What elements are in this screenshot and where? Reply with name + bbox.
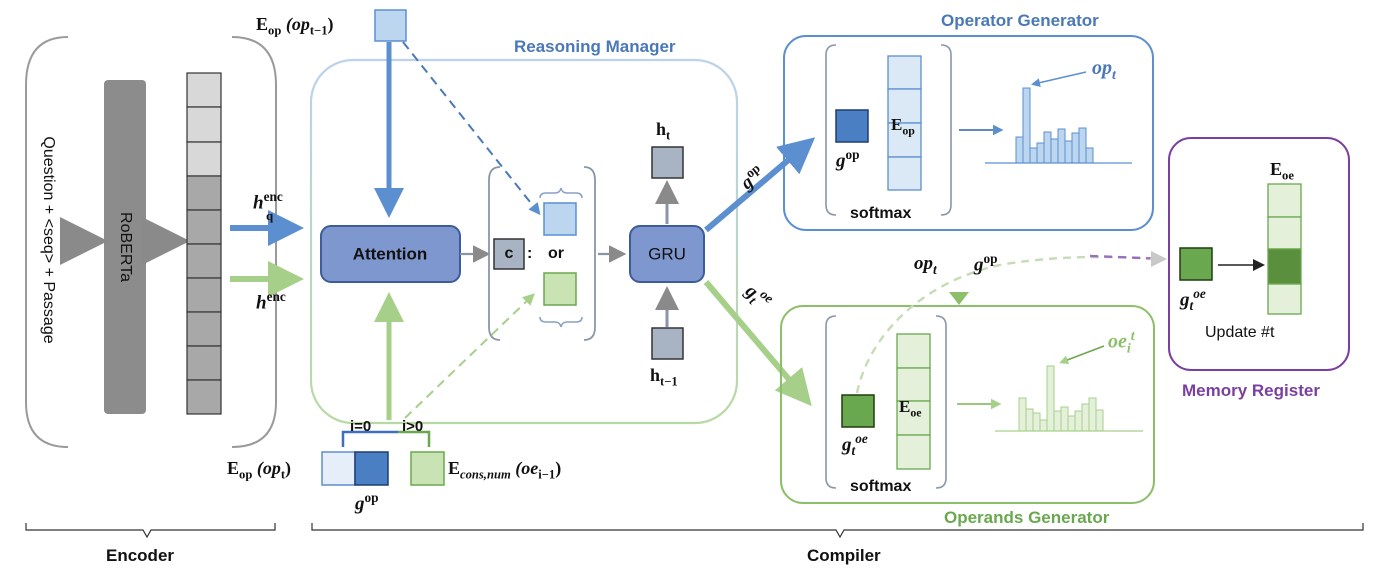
oe-paren-left bbox=[825, 315, 837, 489]
roberta-label: RoBERTa bbox=[117, 212, 134, 282]
oe-paren-right bbox=[935, 315, 947, 489]
i-eq-0-label: i=0 bbox=[350, 418, 372, 435]
oe-to-memory-curve bbox=[855, 255, 1164, 394]
operands-generator-title: Operands Generator bbox=[944, 508, 1110, 527]
gru-label: GRU bbox=[648, 244, 686, 264]
compiler-brace bbox=[311, 523, 1364, 539]
e-op-column bbox=[887, 55, 922, 191]
g-oe-mem-box bbox=[1179, 247, 1213, 281]
i-gt-0-label: i>0 bbox=[402, 418, 424, 435]
gru-box bbox=[629, 225, 705, 283]
g-oe-box bbox=[841, 394, 875, 428]
compiler-section-label: Compiler bbox=[807, 546, 881, 565]
oe-to-memory-curve-tail bbox=[1089, 254, 1164, 261]
h-t-minus-1-label: ht−1 bbox=[650, 365, 678, 389]
memory-register-frame bbox=[1168, 137, 1350, 371]
softmax-op-label: softmax bbox=[850, 205, 912, 222]
paren-right bbox=[583, 166, 596, 341]
update-label: Update #t bbox=[1205, 324, 1275, 341]
h-t-label: ht bbox=[656, 119, 671, 143]
brace-bottom bbox=[539, 316, 583, 328]
op-paren-left bbox=[825, 44, 837, 216]
hq-enc-sub: q bbox=[266, 208, 274, 223]
colon-label: : bbox=[527, 245, 533, 262]
oe-i-t-label: oeit bbox=[1108, 329, 1135, 357]
attention-label: Attention bbox=[352, 244, 428, 264]
or-label: or bbox=[548, 245, 564, 262]
h-enc-label: henc bbox=[256, 289, 286, 314]
i0-bracket bbox=[341, 430, 398, 447]
op-histogram bbox=[1015, 87, 1094, 164]
e-op-prev-label: Eop (opt−1) bbox=[256, 14, 334, 38]
g-op-box-label: gop bbox=[836, 147, 860, 172]
e-op-prev-to-c-arrow bbox=[402, 41, 541, 216]
roberta-block bbox=[104, 80, 146, 414]
h-t-box bbox=[651, 146, 684, 179]
bottom-to-or-arrow bbox=[404, 293, 535, 419]
g-op-arrow bbox=[704, 137, 816, 233]
e-op-cur-label: Eop (opt) bbox=[227, 458, 292, 482]
c-box bbox=[493, 238, 525, 270]
e-oe-mem-label: Eoe bbox=[1270, 159, 1294, 183]
g-oe-arrow bbox=[703, 280, 812, 407]
e-op-prev-box bbox=[374, 9, 407, 42]
mid-op-label: opt bbox=[914, 253, 937, 277]
encoder-brace bbox=[25, 523, 276, 539]
e-oe-mem-column bbox=[1267, 183, 1302, 315]
oe-pointer bbox=[1059, 345, 1105, 365]
memory-register-title: Memory Register bbox=[1182, 381, 1320, 400]
g-op-bottom-label: gop bbox=[355, 490, 379, 515]
g-oe-mem-label: gtoe bbox=[1180, 286, 1206, 314]
e-cons-num-box bbox=[410, 451, 445, 486]
g-op-box bbox=[835, 109, 869, 143]
e-oe-column bbox=[896, 333, 931, 470]
hidden-state-column bbox=[186, 72, 222, 415]
igt0-bracket bbox=[398, 430, 431, 447]
op-t-out-label: opt bbox=[1092, 57, 1116, 83]
softmax-oe-label: softmax bbox=[850, 478, 912, 495]
op-t-pointer bbox=[1031, 71, 1087, 88]
h-t-minus-1-box bbox=[651, 327, 684, 360]
mid-gop-label: gop bbox=[974, 251, 998, 276]
mid-arrow-head bbox=[949, 292, 969, 305]
op-paren-right bbox=[940, 44, 952, 216]
g-oe-box-label: gtoe bbox=[842, 431, 868, 459]
paren-left bbox=[488, 166, 501, 341]
g-op-bottom-box bbox=[354, 451, 389, 486]
e-op-col-label: Eop bbox=[891, 115, 915, 138]
brace-top bbox=[539, 187, 583, 199]
operator-generator-frame bbox=[783, 35, 1154, 231]
e-oe-col-label: Eoe bbox=[899, 397, 922, 420]
reasoning-manager-frame bbox=[309, 58, 739, 425]
encoder-input-label: Question + <seq> + Passage bbox=[40, 136, 57, 344]
operands-generator-frame bbox=[780, 305, 1155, 504]
oe-histogram bbox=[1018, 365, 1104, 432]
encoder-section-label: Encoder bbox=[106, 546, 175, 565]
encoder-frame bbox=[25, 36, 277, 448]
e-op-cur-box bbox=[321, 451, 356, 486]
reasoning-manager-title: Reasoning Manager bbox=[514, 37, 676, 56]
hq-enc-label: henc bbox=[253, 189, 283, 214]
operator-generator-title: Operator Generator bbox=[941, 11, 1099, 30]
e-cons-num-label: Econs,num (oei−1) bbox=[448, 458, 562, 482]
option-oe-box bbox=[543, 272, 577, 306]
option-op-box bbox=[543, 202, 577, 236]
c-label: c bbox=[504, 245, 514, 262]
